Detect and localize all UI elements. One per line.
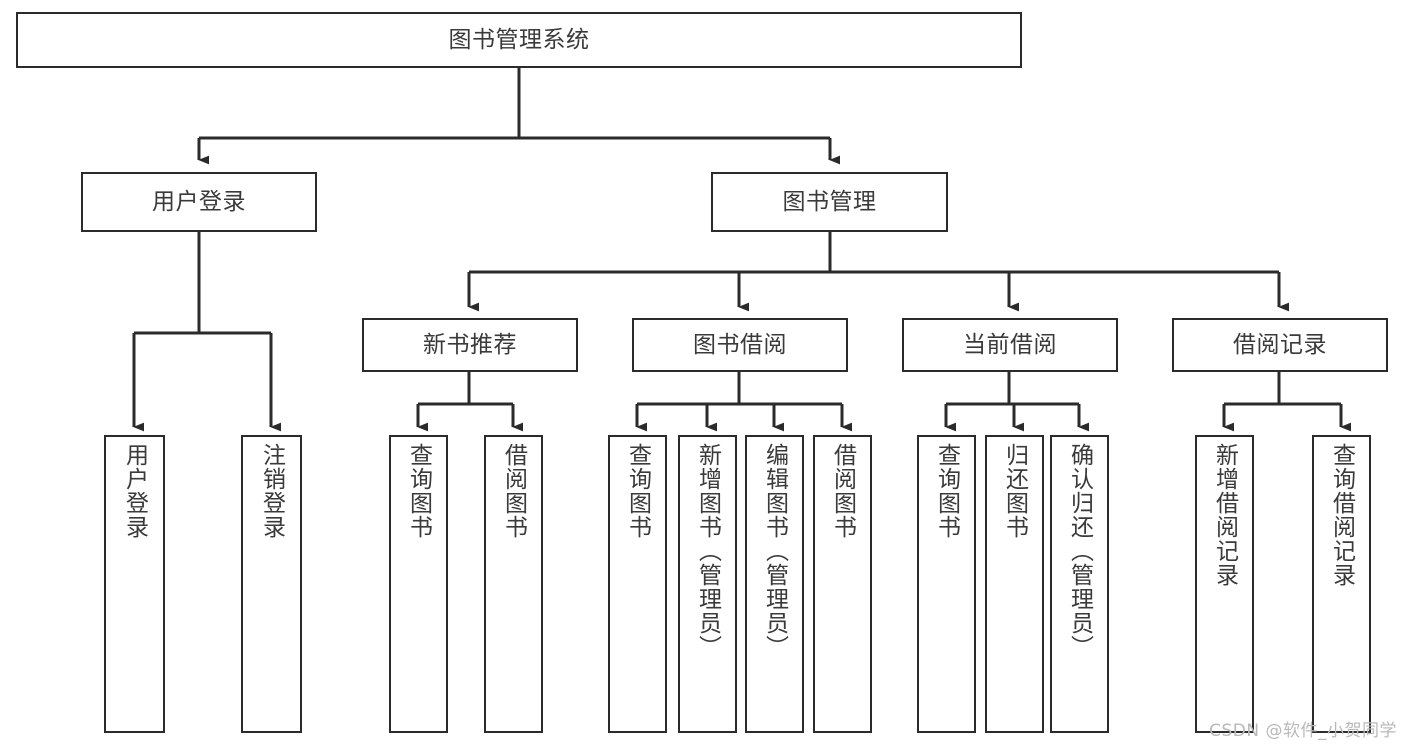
leaf-new-book-query-book[interactable]: 查询图书 [389, 435, 448, 733]
node-borrow-records-label: 借阅记录 [1233, 331, 1327, 358]
leaf-current-borrow-confirm-return-admin[interactable]: 确认归还（管理员） [1050, 435, 1109, 733]
node-new-book-recommend-label: 新书推荐 [423, 331, 517, 358]
node-current-borrow[interactable]: 当前借阅 [902, 318, 1118, 372]
leaf-new-book-borrow-book[interactable]: 借阅图书 [484, 435, 543, 733]
leaf-label: 新增借阅记录 [1211, 443, 1238, 587]
leaf-book-borrow-query-book[interactable]: 查询图书 [608, 435, 667, 733]
leaf-label: 查询借阅记录 [1328, 443, 1355, 587]
leaf-book-borrow-add-book-admin[interactable]: 新增图书（管理员） [678, 435, 737, 733]
node-book-borrow[interactable]: 图书借阅 [632, 318, 848, 372]
node-book-borrow-label: 图书借阅 [693, 331, 787, 358]
node-borrow-records[interactable]: 借阅记录 [1172, 318, 1388, 372]
leaf-label: 查询图书 [624, 443, 651, 539]
leaf-label: 借阅图书 [829, 443, 856, 539]
node-new-book-recommend[interactable]: 新书推荐 [362, 318, 578, 372]
node-root-label: 图书管理系统 [448, 26, 590, 53]
leaf-user-login-login[interactable]: 用户登录 [104, 435, 165, 733]
leaf-label: 确认归还（管理员） [1066, 443, 1093, 659]
leaf-label: 归还图书 [1001, 443, 1028, 539]
leaf-current-borrow-query-book[interactable]: 查询图书 [917, 435, 976, 733]
leaf-user-login-logout[interactable]: 注销登录 [241, 435, 302, 733]
leaf-borrow-records-query-record[interactable]: 查询借阅记录 [1312, 435, 1371, 733]
leaf-label: 注销登录 [258, 443, 285, 539]
leaf-current-borrow-return-book[interactable]: 归还图书 [985, 435, 1044, 733]
leaf-borrow-records-add-record[interactable]: 新增借阅记录 [1195, 435, 1254, 733]
csdn-watermark: CSDN @软件_小贺同学 [1209, 721, 1397, 741]
node-user-login-label: 用户登录 [152, 188, 246, 215]
leaf-label: 用户登录 [121, 443, 148, 539]
leaf-label: 借阅图书 [500, 443, 527, 539]
leaf-label: 编辑图书（管理员） [761, 443, 788, 659]
leaf-label: 查询图书 [933, 443, 960, 539]
node-book-management[interactable]: 图书管理 [711, 172, 948, 232]
leaf-book-borrow-borrow-book[interactable]: 借阅图书 [813, 435, 872, 733]
leaf-book-borrow-edit-book-admin[interactable]: 编辑图书（管理员） [745, 435, 804, 733]
node-root-book-management-system[interactable]: 图书管理系统 [16, 12, 1022, 68]
leaf-label: 查询图书 [405, 443, 432, 539]
node-current-borrow-label: 当前借阅 [963, 331, 1057, 358]
node-user-login[interactable]: 用户登录 [81, 172, 317, 232]
leaf-label: 新增图书（管理员） [694, 443, 721, 659]
node-book-management-label: 图书管理 [782, 188, 877, 215]
